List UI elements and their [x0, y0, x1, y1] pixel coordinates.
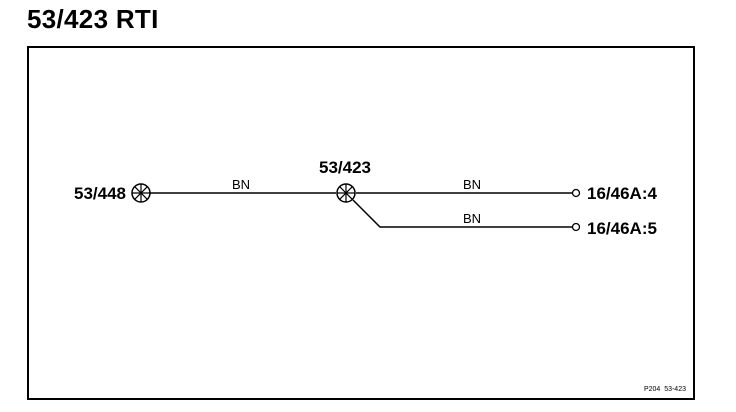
reference-code: P204 53-423: [644, 386, 686, 393]
wire-color-label-left: BN: [232, 177, 250, 192]
page-title: 53/423 RTI: [27, 4, 159, 34]
wire-color-label-top: BN: [463, 177, 481, 192]
diagram-frame: [27, 46, 695, 400]
splice-icon-left: [131, 183, 151, 203]
splice-icon-center: [336, 183, 356, 203]
connector-label-right-bottom: 16/46A:5: [587, 219, 657, 238]
connector-label-left: 53/448: [74, 184, 126, 203]
terminal-icon-bottom: [571, 222, 581, 232]
terminal-icon-top: [571, 188, 581, 198]
wire-color-label-bottom: BN: [463, 211, 481, 226]
connector-label-center: 53/423: [319, 158, 371, 177]
wire-center-to-bottom: [352, 199, 572, 228]
connector-label-right-top: 16/46A:4: [587, 184, 657, 203]
